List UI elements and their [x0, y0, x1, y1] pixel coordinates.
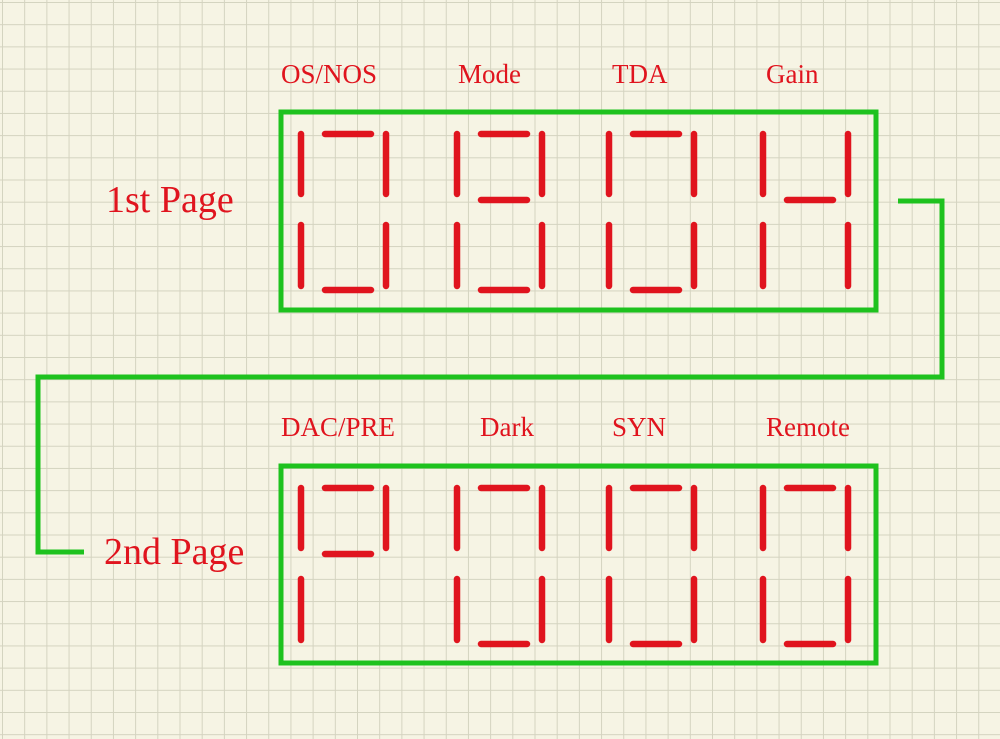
seven-segment-digit: [453, 484, 546, 648]
page-1-label: 1st Page: [106, 179, 234, 221]
field-label-dark: Dark: [480, 412, 534, 442]
page-link-connector: [35, 198, 945, 555]
seven-segment-digit: [759, 130, 852, 290]
field-label-tda: TDA: [612, 59, 668, 89]
seven-segment-digit: [453, 130, 546, 294]
field-label-dac-pre: DAC/PRE: [281, 412, 395, 442]
seven-segment-digit: [759, 484, 852, 648]
field-label-os-nos: OS/NOS: [281, 59, 377, 89]
seven-segment-digit: [605, 484, 698, 648]
seven-segment-digit: [297, 484, 390, 644]
seven-segment-digit: [297, 130, 390, 294]
field-label-remote: Remote: [766, 412, 850, 442]
page-2-digits: [297, 484, 852, 648]
field-label-gain: Gain: [766, 59, 819, 89]
page-2-label: 2nd Page: [104, 531, 244, 573]
page-1-group: 1st Page OS/NOS Mode TDA Gain: [106, 59, 879, 313]
field-label-syn: SYN: [612, 412, 666, 442]
seven-segment-digit: [605, 130, 698, 294]
page-2-group: 2nd Page DAC/PRE Dark SYN Remote: [104, 412, 879, 666]
page-1-display-frame: [278, 109, 879, 313]
page-2-display-frame: [278, 463, 879, 666]
field-label-mode: Mode: [458, 59, 521, 89]
page-1-digits: [297, 130, 852, 294]
